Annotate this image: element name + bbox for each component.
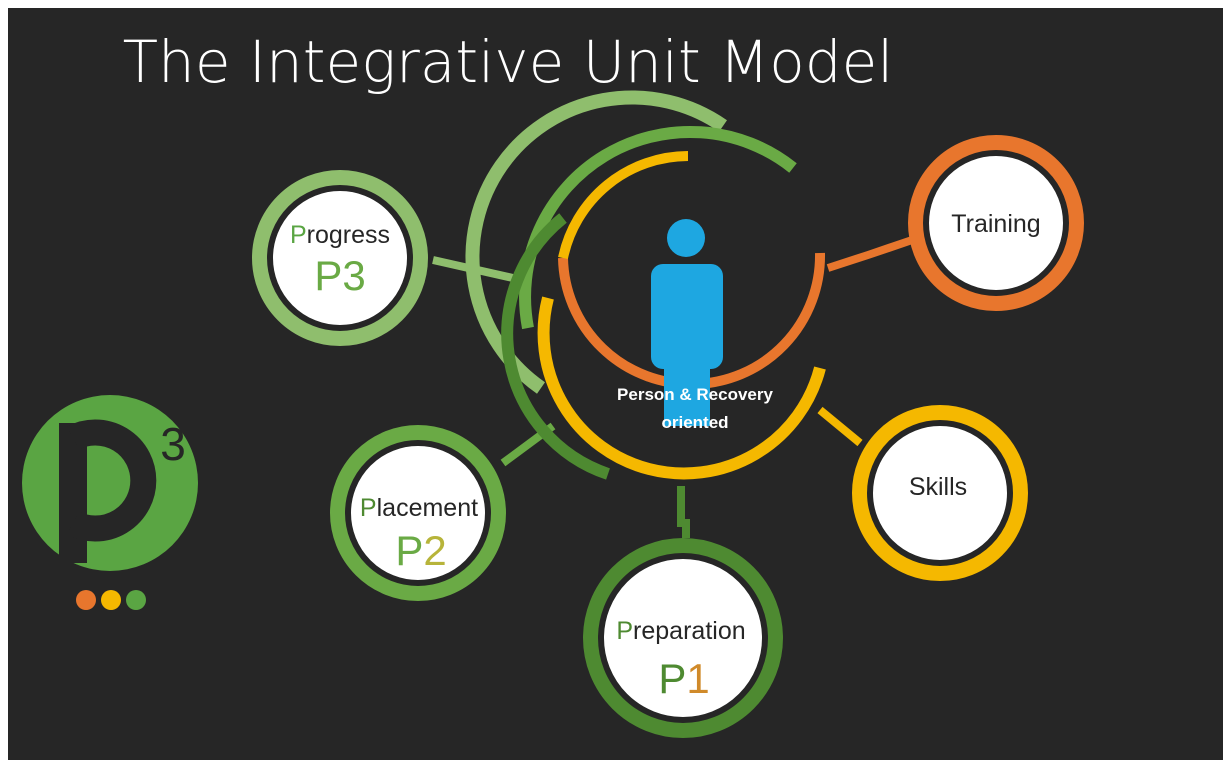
connector-preparation [677,486,690,538]
progress-rest: rogress [307,221,390,249]
node-training: Training [908,135,1084,311]
placement-code-letter: P [395,527,423,574]
preparation-rest: reparation [633,617,746,645]
training-label: Training [951,210,1040,238]
preparation-label: Preparation [616,617,745,645]
connector-skills [817,406,863,447]
placement-label: Placement [360,494,478,522]
placement-code: P2 [395,527,446,574]
logo-dot-orange [76,590,96,610]
center-label-line2: oriented [661,413,728,432]
logo-dot-yellow [101,590,121,610]
skills-label: Skills [909,473,967,501]
arc-progress [465,90,727,394]
placement-code-num: 2 [423,527,446,574]
preparation-code-num: 1 [686,655,709,702]
progress-initial: P [290,221,307,249]
preparation-code: P1 [658,655,709,702]
logo-dot-green [126,590,146,610]
diagram: Person & Recovery oriented Progress P3 P… [22,90,1084,738]
preparation-initial: P [616,617,633,645]
node-preparation: Preparation P1 [583,538,783,738]
arc-skills-top [558,151,689,260]
center-label-line1: Person & Recovery [617,385,773,404]
logo-superscript: 3 [160,418,186,470]
person-icon [651,219,723,426]
placement-initial: P [360,494,377,522]
placement-rest: lacement [377,494,478,522]
node-progress: Progress P3 [252,170,428,346]
progress-code-letter: P [314,252,342,299]
preparation-code-letter: P [658,655,686,702]
progress-code: P3 [314,252,365,299]
arc-skills [537,296,826,480]
slide: The Integrative Unit Model Person & Reco… [8,8,1223,760]
page-title: The Integrative Unit Model [122,28,894,96]
connector-training [826,234,920,272]
p3-logo: 3 [22,395,198,610]
progress-code-num: 3 [342,252,365,299]
node-skills: Skills [852,405,1028,581]
progress-label: Progress [290,221,390,249]
node-placement: Placement P2 [330,425,506,601]
arc-preparation [501,213,610,480]
